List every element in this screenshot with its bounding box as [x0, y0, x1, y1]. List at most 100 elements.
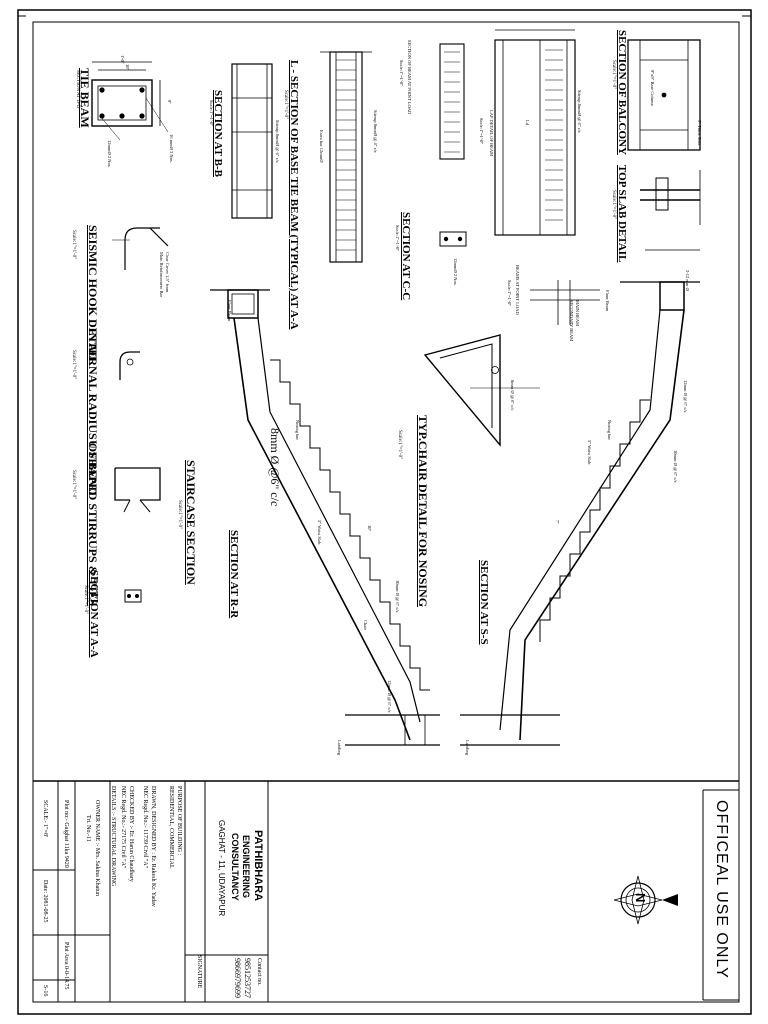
official-use-label: OFFICEAL USE ONLY	[713, 800, 730, 979]
scale-section-bb: Scale:1"=1'-0"	[209, 100, 214, 127]
checked-nec-number: NEC Regd. No.:- 27175 Civil "A"	[120, 786, 126, 869]
details-label: DETAILS :- STRUCTURAL DRAWING	[110, 786, 116, 887]
title-beam-point-load: SECTION OF BEAM AT POINT LOAD	[407, 40, 412, 115]
base-tie-beam-drawing	[231, 63, 273, 219]
contact-number-1: 9851253727	[243, 958, 252, 998]
section-cc-drawing	[439, 231, 467, 247]
plot-number: Plot no:- Gaighat 11ka 9420	[63, 800, 69, 868]
staircase-ss-drawing	[460, 281, 700, 746]
note-chair-left: Chair	[363, 620, 368, 630]
purpose-value: RESIDENTIAL, COMMERCIAL	[168, 786, 174, 869]
beam-point-load-drawing	[320, 51, 372, 263]
note-main-beam: MAIN BEAM	[575, 300, 580, 327]
title-staircase: STAIRCASE SECTION	[184, 460, 198, 585]
note-riser-right: 7"	[555, 520, 560, 525]
purpose-label: PURPOSE OF BUILDING :	[176, 786, 182, 856]
title-balcony: SECTION OF BALCONY	[616, 30, 628, 155]
scale-base-tie-beam: Scale:1"=1'-0"	[283, 90, 288, 120]
note-stirrup-bb: Stirrup 8mmØ @ 6" c/c	[275, 120, 280, 163]
firm-name-line-3: CONSULTANCY	[230, 833, 240, 901]
drawn-nec-number: NEC Regd. No.:- 11739 Civil "A"	[142, 786, 148, 869]
sheet-border	[17, 9, 752, 1015]
balcony-section-drawing	[627, 39, 701, 151]
title-lap-detail: LAP DETAIL OF BEAM	[489, 110, 494, 157]
contact-number-2: 9866979699	[233, 958, 242, 998]
title-section-aa: SECTION AT A-A	[88, 570, 100, 658]
note-waist-slab-right: 5" Waist Slab	[587, 440, 592, 465]
title-section-cc: SECTION AT C-C	[400, 212, 412, 301]
note-floor-beam-left: Floor Beam	[227, 300, 232, 322]
scale-beams-point-load: Scale:1"=1'-0"	[507, 280, 512, 307]
firm-name-line-1: PATHIBHARA	[252, 830, 264, 902]
date-label: Date: 2081-08-25	[42, 880, 48, 923]
ward-number: Tri. No.-11	[85, 815, 91, 842]
seismic-hook-drawing	[112, 227, 169, 270]
scale-section-aa: Scale:1"=1'-0"	[83, 585, 88, 615]
scale-label: SCALE:- 1"=8'	[42, 800, 48, 838]
note-section-cc-bars: 12mmØ 2 Nos.	[453, 258, 458, 286]
note-chair-main-bar: 8mm Ø @ 6" c/c	[510, 380, 515, 411]
checked-by: CHECKED BY :- Er. Harun Chaudhary	[128, 786, 134, 882]
subtitle-tie-beam: SECTION AT D-D	[75, 70, 80, 109]
firm-address: GAGHAT - 11, UDAYAPUR	[217, 820, 226, 917]
dim-tie-beam-width: 1'-0"	[120, 55, 125, 64]
title-block-frame	[33, 780, 740, 1002]
scale-section-cc: Scale:1"=1'-0"	[395, 225, 400, 252]
note-main-bar: Main Reinforcement Bar	[159, 252, 164, 297]
note-bar-10-left: 10mm Ø @ 6" c/c	[395, 580, 400, 613]
note-bar-10-right: 10mm Ø @ 6" c/c	[673, 450, 678, 483]
short-beam-drawing	[439, 43, 465, 160]
note-bars-right: 2-12 mm Ø	[685, 270, 690, 291]
contact-label: Contact no.	[256, 958, 262, 986]
note-tie-beam-bars-12: 12mmØ 2 Nos.	[107, 140, 112, 168]
north-label: N	[633, 893, 648, 903]
drawing-linework	[91, 29, 701, 746]
firm-name-line-2: ENGINEERING	[241, 835, 251, 899]
scale-lap-detail: Scale:1"=1'-0"	[479, 118, 484, 145]
lap-detail-drawing	[494, 29, 576, 236]
staircase-rr-drawing	[210, 289, 440, 746]
scale-u-stirrups: Scale:1"=1'-0"	[71, 470, 76, 500]
note-floor-beam-right: Floor Beam	[605, 290, 610, 312]
scale-top-slab: Scale:1"=1'-0"	[611, 190, 616, 220]
note-extra-bar: Extra bar 12mmØ	[319, 130, 324, 163]
tie-beam-section-drawing	[91, 61, 169, 141]
note-bar-12-right: 12mm Ø @ 6" c/c	[683, 380, 688, 413]
title-section-rr: SECTION AT R-R	[228, 530, 240, 619]
chair-detail-drawing	[423, 334, 540, 447]
note-lap-stirrup: Stirrup 8mmØ @ 6" c/c	[577, 90, 582, 133]
note-tread-left: 10"	[367, 525, 372, 532]
note-secondary-beam: SECONDARY BEAM	[569, 300, 574, 342]
scale-balcony: Scale:1"=1'-0"	[611, 60, 616, 90]
scale-beam-point-load: Scale:1"=1'-0"	[399, 60, 404, 87]
title-chair-detail: TYP.CHAIR DETAIL FOR NOSING	[416, 415, 430, 608]
note-nosing-bar-left: Nosing bar	[295, 420, 300, 440]
note-clear-cover: Clear Cover 1.5" from	[165, 252, 170, 293]
title-base-tie-beam: L - SECTION OF BASE TIE BEAM (TYPICAL) A…	[288, 60, 300, 330]
note-balcony-slab: 5" Thick Slab	[697, 120, 702, 145]
title-section-ss: SECTION AT S-S	[478, 560, 490, 645]
scale-internal-radius: Scale:1"=1'-0"	[71, 350, 76, 380]
plot-area: Plot Area 0-0-14.75	[63, 942, 69, 990]
note-lap-ld: Ld	[525, 120, 530, 125]
note-big-bar-spacing: 8mm Ø @6" c/c	[268, 428, 282, 507]
scale-seismic-hook: Scale:1"=1'-0"	[71, 230, 76, 260]
title-top-slab: TOP SLAB DETAIL	[616, 165, 628, 263]
note-waist-slab-left: 5" Waist Slab	[317, 520, 322, 545]
note-landing-right: Landing	[465, 740, 470, 755]
owner-name: OWNER NAME :- Mrs. Sakina Khatun	[94, 800, 100, 896]
dim-tie-beam-depth: 9"	[167, 100, 172, 105]
note-nosing-bar-right: Nosing bar	[607, 420, 612, 440]
note-stirrup-4: Stirrup 8mmØ @ 4" c/c	[373, 110, 378, 153]
sheet-number: S-16	[42, 985, 48, 997]
internal-radius-drawing	[119, 351, 140, 380]
signature-label: SIGNATURE	[196, 955, 202, 989]
u-stirrups-drawing	[114, 467, 161, 513]
scale-staircase: Scale:1"=1'-0"	[177, 500, 182, 530]
drawn-by: DRAWN, DESIGNED BY : Er. Rakesh Kr. Yada…	[150, 786, 156, 907]
note-bar-12-left: 12mm Ø @ 6" c/c	[387, 680, 392, 713]
dim-tie-beam-inner: 10"	[125, 64, 130, 71]
title-beams-point-load: BEAMS AT POINT LOAD	[515, 265, 520, 315]
top-slab-drawing	[640, 170, 701, 251]
